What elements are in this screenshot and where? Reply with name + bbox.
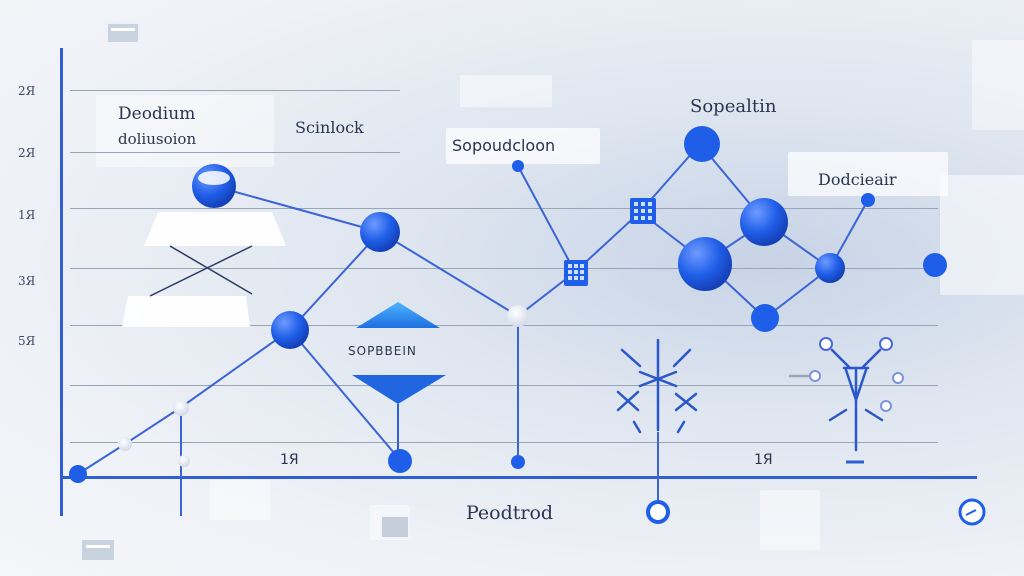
label-deodium: Deodium	[118, 104, 196, 124]
node	[192, 164, 236, 208]
node	[271, 311, 309, 349]
bg-panel	[460, 75, 552, 107]
triangle-up-shape	[356, 302, 440, 328]
label-doliusoion: doliusoion	[118, 130, 197, 148]
label-sopoudcloon: Sopoudcloon	[452, 136, 556, 155]
y-tick-label: 5Я	[18, 334, 36, 348]
node	[507, 305, 529, 327]
node	[69, 465, 87, 483]
grid-line	[70, 90, 400, 91]
bg-panel	[760, 490, 820, 550]
node	[751, 304, 779, 332]
node	[118, 437, 132, 451]
y-tick-label: 2Я	[18, 146, 36, 160]
grid-line	[70, 325, 938, 326]
grid-line	[70, 442, 938, 443]
x-axis-label: Peodtrod	[466, 502, 554, 524]
node	[511, 455, 525, 469]
node	[360, 212, 400, 252]
cluster-icon	[616, 338, 698, 434]
grid-line	[70, 268, 938, 269]
y-tick-label: 2Я	[18, 84, 36, 98]
grid-icon	[630, 198, 656, 224]
ring-node	[646, 500, 670, 524]
triangle-down-shape	[352, 375, 446, 404]
bg-panel	[788, 152, 948, 196]
node	[388, 449, 412, 473]
grid-icon	[564, 260, 588, 286]
node	[684, 126, 720, 162]
node	[861, 193, 875, 207]
trapezoid-shape	[144, 212, 286, 246]
bg-panel	[940, 175, 1024, 295]
bg-panel	[446, 128, 600, 164]
node	[740, 198, 788, 246]
node	[815, 253, 845, 283]
node	[178, 455, 190, 467]
label-sopealtin: Sopealtin	[690, 96, 777, 117]
y-tick-label: 1Я	[18, 208, 36, 222]
node	[923, 253, 947, 277]
grid-line	[70, 152, 400, 153]
label-sopbbein: SOPBBEIN	[348, 344, 417, 358]
label-scinlock: Scinlock	[295, 118, 364, 137]
x-tick-label: 1Я	[754, 452, 773, 468]
window-icon	[80, 538, 116, 562]
x-axis	[62, 476, 977, 479]
y-tick-label: 3Я	[18, 274, 36, 288]
label-dodcieair: Dodcieair	[818, 170, 897, 189]
funnel-icon	[788, 337, 904, 452]
window-icon	[380, 515, 410, 539]
bg-panel	[972, 40, 1024, 130]
window-icon	[106, 22, 140, 44]
x-tick-label: 1Я	[280, 452, 299, 468]
grid-line	[70, 208, 938, 209]
node	[173, 400, 189, 416]
bg-panel	[96, 95, 274, 167]
y-axis	[60, 48, 63, 516]
trapezoid-shape	[122, 296, 250, 327]
node	[678, 237, 732, 291]
grid-line	[70, 385, 938, 386]
node	[512, 160, 524, 172]
bg-panel	[210, 480, 270, 520]
